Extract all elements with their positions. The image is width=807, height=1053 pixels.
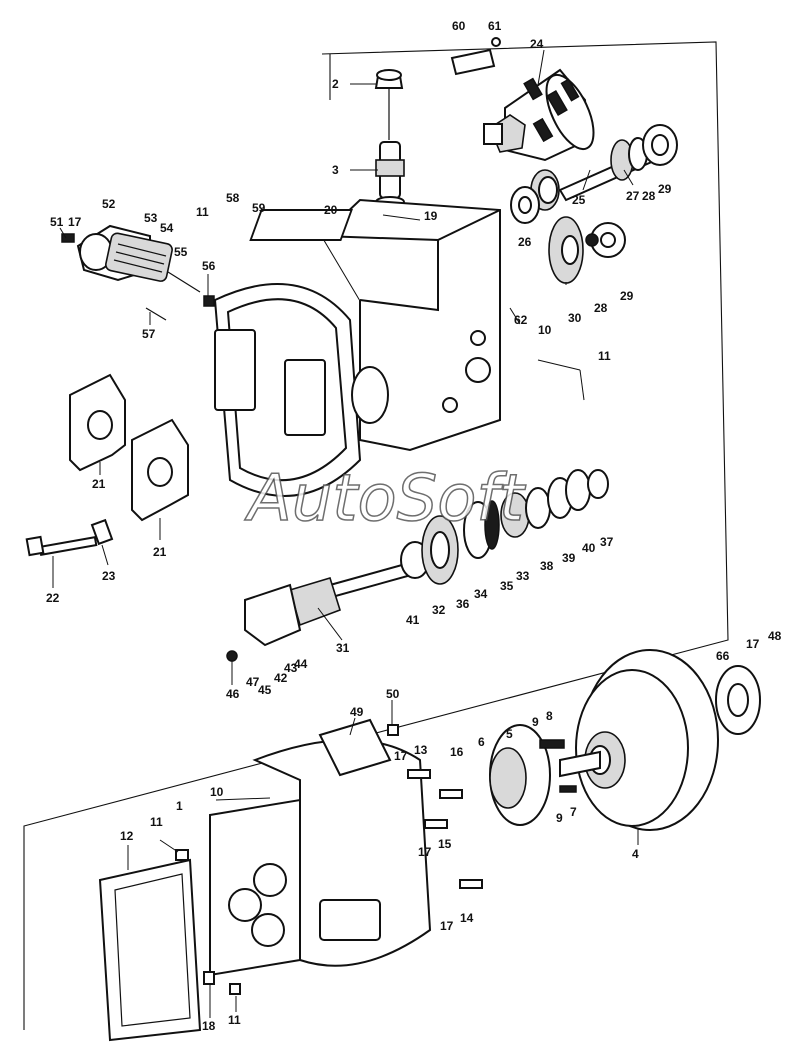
callout-19: 19 — [424, 209, 438, 223]
callout-11-top: 11 — [196, 205, 209, 219]
callout-28-lower: 28 — [594, 301, 608, 315]
callout-53: 53 — [144, 211, 158, 225]
misc-bolts — [175, 724, 483, 995]
callout-61: 61 — [488, 19, 502, 33]
callout-16: 16 — [450, 745, 464, 759]
callout-10-top: 10 — [538, 323, 552, 337]
callout-41: 41 — [406, 613, 420, 627]
callout-45: 45 — [258, 683, 272, 697]
callout-50: 50 — [386, 687, 400, 701]
callout-39: 39 — [562, 551, 576, 565]
callout-33: 33 — [516, 569, 530, 583]
torque-converter — [559, 649, 719, 831]
callout-17-lower-right: 17 — [746, 637, 760, 651]
bearing-caps — [69, 373, 189, 522]
callout-5: 5 — [506, 727, 513, 741]
callout-25: 25 — [572, 193, 586, 207]
callout-21-right: 21 — [153, 545, 167, 559]
callout-11-lower: 11 — [150, 815, 163, 829]
breather-cap — [374, 69, 404, 140]
callout-11-right: 11 — [598, 349, 611, 363]
callout-12: 12 — [120, 829, 134, 843]
callout-17-bottom: 17 — [440, 919, 454, 933]
callout-36: 36 — [456, 597, 470, 611]
washer-23 — [90, 518, 114, 546]
callout-57: 57 — [142, 327, 156, 341]
callout-49: 49 — [350, 705, 364, 719]
callout-52: 52 — [102, 197, 116, 211]
callout-15: 15 — [438, 837, 452, 851]
leader-lines — [52, 49, 639, 1018]
callout-29-lower: 29 — [620, 289, 634, 303]
callout-17-lower-mid: 17 — [418, 845, 432, 859]
name-plate — [450, 37, 501, 76]
callout-9-lower: 9 — [556, 811, 563, 825]
callout-20: 20 — [324, 203, 338, 217]
bell-housing — [209, 739, 432, 977]
callout-2: 2 — [332, 77, 339, 91]
callout-4: 4 — [632, 847, 639, 861]
callout-28-upper: 28 — [642, 189, 656, 203]
callout-35: 35 — [500, 579, 514, 593]
callout-37: 37 — [600, 535, 614, 549]
callout-17-pump: 17 — [68, 215, 82, 229]
callout-31: 31 — [336, 641, 350, 655]
output-shaft — [289, 469, 609, 627]
callout-22: 22 — [46, 591, 60, 605]
callout-14: 14 — [460, 911, 474, 925]
watermark: AutoSoft — [244, 462, 527, 536]
callout-26: 26 — [518, 235, 532, 249]
callout-42: 42 — [274, 671, 288, 685]
callout-51: 51 — [50, 215, 64, 229]
main-housing — [213, 198, 501, 497]
callout-21-left: 21 — [92, 477, 106, 491]
callout-46: 46 — [226, 687, 240, 701]
callout-11-bottom: 11 — [228, 1013, 241, 1027]
assembly-frame — [23, 41, 729, 1030]
callout-60: 60 — [452, 19, 466, 33]
pump-flange-5 — [489, 724, 577, 826]
callout-13: 13 — [414, 743, 428, 757]
callout-43: 43 — [284, 661, 298, 675]
callout-1: 1 — [176, 799, 183, 813]
callout-labels: 60 61 24 2 3 25 27 28 29 52 53 54 51 17 … — [46, 19, 782, 1033]
callout-27: 27 — [626, 189, 640, 203]
cover-gasket-12 — [98, 858, 202, 1042]
callout-56: 56 — [202, 259, 216, 273]
callout-6: 6 — [478, 735, 485, 749]
callout-17-mid: 17 — [394, 749, 408, 763]
callout-10-lower: 10 — [210, 785, 224, 799]
callout-32: 32 — [432, 603, 446, 617]
callout-24: 24 — [530, 37, 544, 51]
bearing-cap-42-45 — [226, 583, 302, 662]
clutch-drum — [483, 68, 595, 162]
callout-62: 62 — [514, 313, 528, 327]
callout-3: 3 — [332, 163, 339, 177]
callout-18: 18 — [202, 1019, 216, 1033]
lower-gear-30 — [548, 216, 626, 284]
callout-29-upper: 29 — [658, 182, 672, 196]
gasket-66 — [715, 665, 761, 735]
callout-48: 48 — [768, 629, 782, 643]
callout-23: 23 — [102, 569, 116, 583]
callout-44: 44 — [294, 657, 308, 671]
callout-34: 34 — [474, 587, 488, 601]
callout-7: 7 — [570, 805, 577, 819]
callout-9-upper: 9 — [532, 715, 539, 729]
callout-58: 58 — [226, 191, 240, 205]
callout-30: 30 — [568, 311, 582, 325]
callout-59: 59 — [252, 201, 266, 215]
pump-assembly — [61, 224, 215, 321]
bolt-22 — [25, 535, 98, 557]
callout-40: 40 — [582, 541, 596, 555]
callout-55: 55 — [174, 245, 188, 259]
callout-47: 47 — [246, 675, 260, 689]
callout-38: 38 — [540, 559, 554, 573]
callout-54: 54 — [160, 221, 174, 235]
callout-8: 8 — [546, 709, 553, 723]
callout-66: 66 — [716, 649, 730, 663]
dipstick — [375, 141, 405, 208]
